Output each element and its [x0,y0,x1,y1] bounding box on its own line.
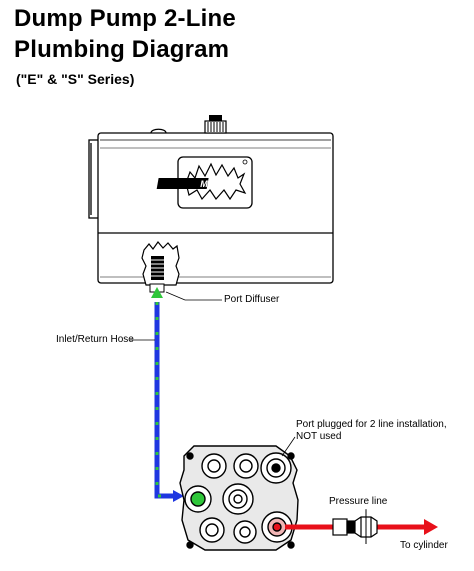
logo-text: MUNCIE [200,179,236,189]
label-to-cylinder: To cylinder [400,540,448,551]
diagram-title-line2: Plumbing Diagram [14,36,230,63]
label-port-plugged-line2: NOT used [296,431,342,442]
label-inlet-return-hose: Inlet/Return Hose [56,334,134,345]
diagram-subtitle: ("E" & "S" Series) [16,71,135,87]
muncie-logo: MUNCIE [156,156,253,209]
label-pressure-line: Pressure line [329,496,388,507]
diagram-title-line1: Dump Pump 2-Line [14,5,236,32]
check-valve-fitting [332,510,378,544]
label-port-diffuser: Port Diffuser [224,294,280,305]
plugged-port-leader [281,436,296,457]
fill-cap-icon [204,115,227,134]
pressure-line [285,519,438,535]
inlet-return-hose [151,287,184,502]
dump-pump-body [179,445,299,551]
port-diffuser-leader [165,291,186,301]
port-diffuser [141,241,180,293]
label-port-plugged-line1: Port plugged for 2 line installation, [296,419,447,430]
